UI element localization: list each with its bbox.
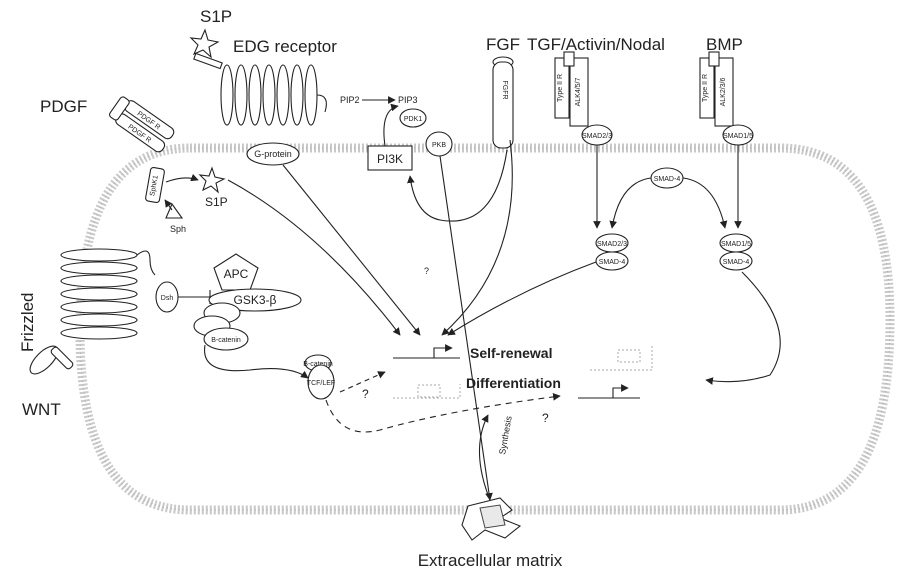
dsh-inhibits-gsk3-line xyxy=(178,290,210,304)
svg-text:SMAD-4: SMAD-4 xyxy=(654,176,681,183)
apc-pentagon: APC xyxy=(214,254,258,290)
svg-text:PDK1: PDK1 xyxy=(404,116,422,123)
g-protein: G-protein xyxy=(247,143,299,165)
smad15-smad4-complex: SMAD1/5 SMAD-4 xyxy=(720,234,752,270)
s1p-top-label: S1P xyxy=(200,7,232,26)
smad4-cytoplasmic: SMAD-4 xyxy=(651,168,683,188)
question-mark-2: ? xyxy=(542,411,549,425)
svg-text:SMAD1/5: SMAD1/5 xyxy=(721,241,751,248)
tcf-lef: B-catenin TCF/LEF xyxy=(303,355,335,399)
smad23-receptor-bound: SMAD2/3 xyxy=(582,125,612,145)
pkb: PKB xyxy=(426,132,452,156)
differentiation-gene: Differentiation xyxy=(393,375,640,398)
extracellular-matrix-shape xyxy=(462,498,520,540)
smad15-to-differentiation-arrow xyxy=(706,272,780,382)
smad23-smad4-complex: SMAD2/3 SMAD-4 xyxy=(596,234,628,270)
question-mark-1: ? xyxy=(362,387,369,401)
svg-text:B-catenin: B-catenin xyxy=(211,337,241,344)
smad23-to-self-renewal-arrow xyxy=(448,262,596,335)
wnt-label: WNT xyxy=(22,400,61,419)
svg-text:Dsh: Dsh xyxy=(161,295,174,302)
svg-text:SMAD-4: SMAD-4 xyxy=(599,259,626,266)
pip3-label: PIP3 xyxy=(398,95,418,105)
svg-text:PI3K: PI3K xyxy=(377,152,403,166)
sph-label: Sph xyxy=(170,224,186,234)
tgf-label: TGF/Activin/Nodal xyxy=(527,35,665,54)
s1p-mid-label: S1P xyxy=(205,195,228,209)
edg-receptor xyxy=(221,65,326,125)
fgf-label: FGF xyxy=(486,35,520,54)
svg-text:FGFR: FGFR xyxy=(501,80,508,99)
svg-text:Differentiation: Differentiation xyxy=(466,375,561,391)
sph-triangle xyxy=(166,204,182,218)
pdgf-receptor: PDGF R PDGF R xyxy=(107,94,175,154)
pip2-label: PIP2 xyxy=(340,95,360,105)
svg-text:TCF/LEF: TCF/LEF xyxy=(307,380,335,387)
tcf-to-differentiation-dashed-arrow xyxy=(326,396,560,432)
svg-text:SMAD2/3: SMAD2/3 xyxy=(582,133,612,140)
question-mark-3: ? xyxy=(424,266,429,276)
svg-text:SMAD-4: SMAD-4 xyxy=(723,259,750,266)
svg-text:Type II R: Type II R xyxy=(702,74,709,102)
svg-text:APC: APC xyxy=(224,267,249,281)
svg-text:SMAD1/5: SMAD1/5 xyxy=(723,133,753,140)
fgfr: FGFR xyxy=(493,57,513,148)
self-renewal-gene: Self-renewal xyxy=(393,345,652,370)
tgf-receptor: Type II R ALK4/5/7 xyxy=(555,52,588,126)
svg-text:ALK4/5/7: ALK4/5/7 xyxy=(575,77,582,106)
sphk1: SphK1 xyxy=(145,167,165,203)
pi3k-box: PI3K xyxy=(368,146,412,170)
ecm-label: Extracellular matrix xyxy=(418,551,563,570)
s1p-star-icon xyxy=(191,30,218,57)
fgfr-to-pi3k-arrow xyxy=(410,150,507,221)
gprotein-to-nucleus-arrow xyxy=(283,165,420,335)
bmp-receptor: Type II R ALK2/3/6 xyxy=(700,52,733,126)
dsh: Dsh xyxy=(156,282,178,312)
pkb-down-arrow xyxy=(440,156,490,500)
svg-text:GSK3-β: GSK3-β xyxy=(234,293,277,307)
pdk1: PDK1 xyxy=(400,109,426,127)
svg-text:Self-renewal: Self-renewal xyxy=(470,345,552,361)
s1p-mid-star-icon xyxy=(200,168,224,192)
svg-text:G-protein: G-protein xyxy=(254,149,292,159)
synthesis-label: Synthesis xyxy=(497,415,514,456)
s1p-binding-bar xyxy=(194,53,222,68)
svg-text:Type II R: Type II R xyxy=(557,74,564,102)
pdgf-label: PDGF xyxy=(40,97,87,116)
bmp-label: BMP xyxy=(706,35,743,54)
smad15-receptor-bound: SMAD1/5 xyxy=(723,125,753,145)
frizzled-label: Frizzled xyxy=(18,292,37,352)
edg-receptor-label: EDG receptor xyxy=(233,37,337,56)
svg-text:SMAD2/3: SMAD2/3 xyxy=(597,241,627,248)
svg-text:ALK2/3/6: ALK2/3/6 xyxy=(720,77,727,106)
svg-text:PKB: PKB xyxy=(432,142,446,149)
frizzled-receptor xyxy=(61,249,155,339)
fgf-to-nucleus-arrow xyxy=(442,140,512,335)
